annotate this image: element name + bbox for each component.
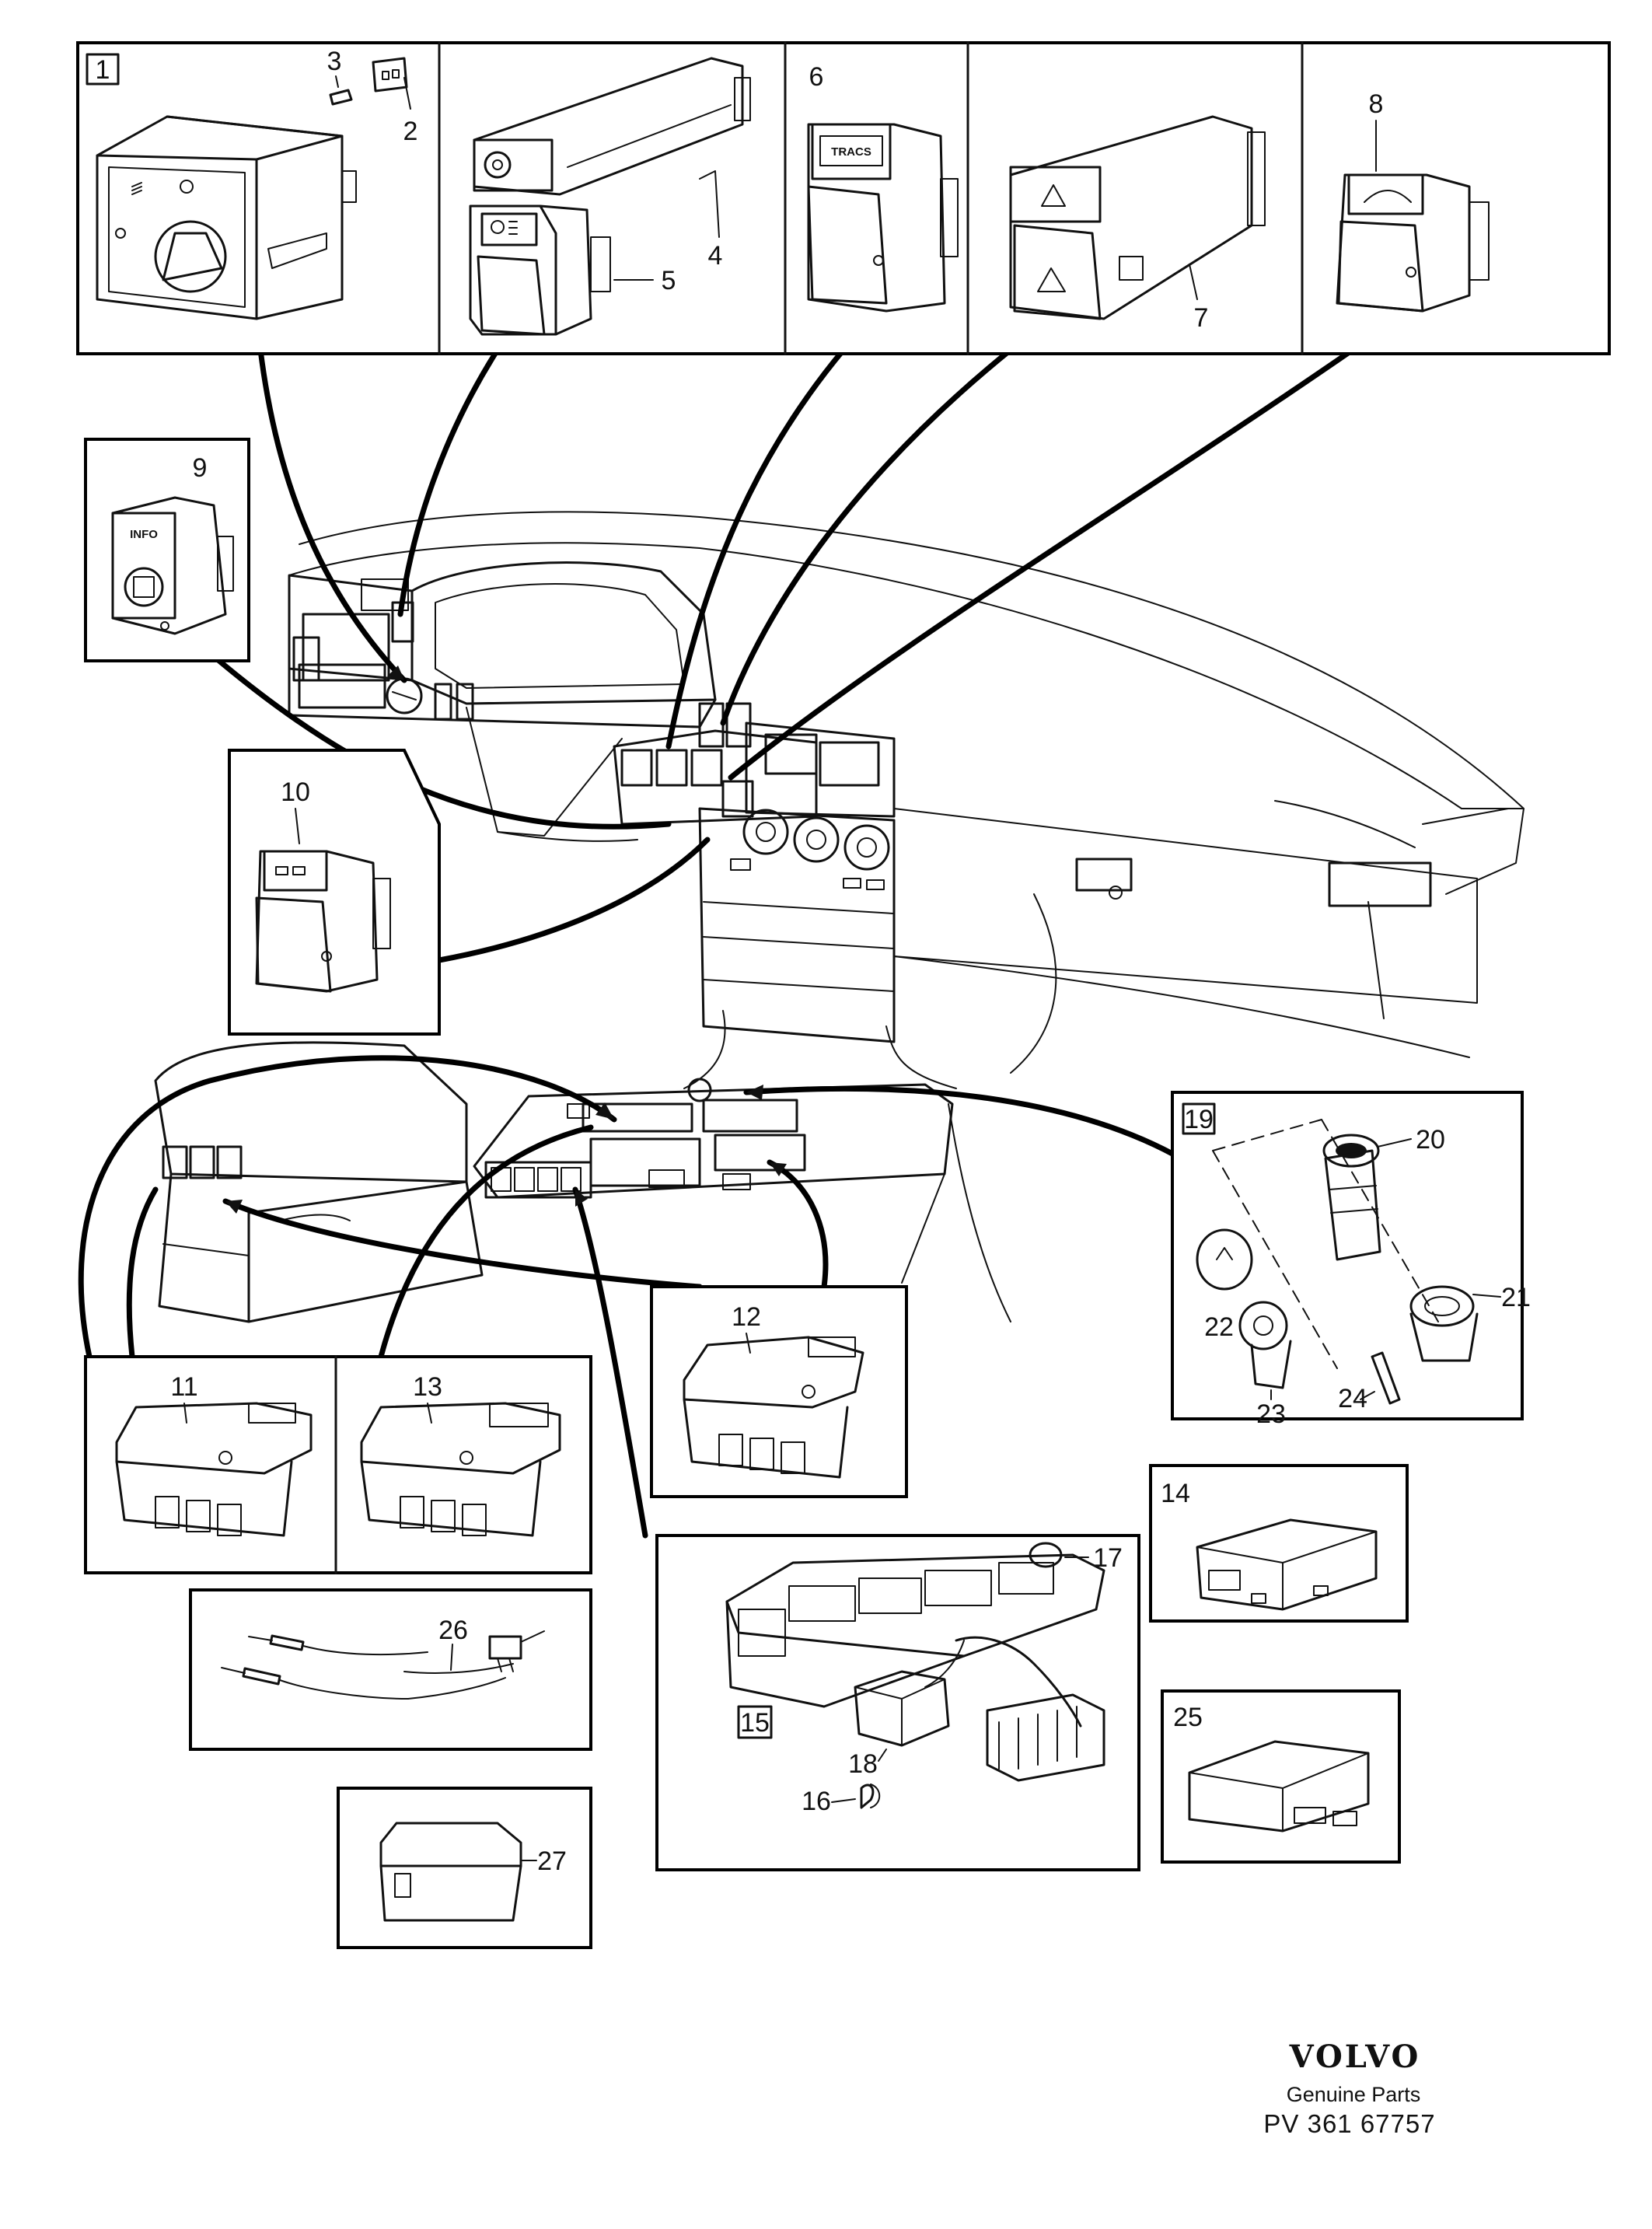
part-label-26: 26 xyxy=(438,1616,468,1645)
part-label-14: 14 xyxy=(1161,1479,1190,1508)
part-11-switch: 11 xyxy=(115,1372,313,1537)
part-label-10: 10 xyxy=(281,777,310,807)
part-label-11: 11 xyxy=(170,1372,197,1402)
part-label-7: 7 xyxy=(1194,303,1209,333)
part-label-16: 16 xyxy=(802,1787,831,1816)
part-10-switch: 10 xyxy=(228,749,441,1036)
part-label-15: 15 xyxy=(740,1708,770,1738)
part-9-info-switch: 9 INFO xyxy=(84,438,250,662)
part-14-control-unit: 14 xyxy=(1149,1464,1409,1623)
part-4-5-switches: 4 5 xyxy=(469,57,751,336)
part-label-5: 5 xyxy=(662,266,676,295)
tracs-marking: TRACS xyxy=(831,145,871,159)
part-26-harness: 26 xyxy=(189,1588,592,1751)
part-label-18: 18 xyxy=(848,1749,878,1779)
part-8-switch: 8 xyxy=(1336,89,1490,313)
part-13-switch: 13 xyxy=(360,1372,561,1537)
part-25-control-unit: 25 xyxy=(1161,1689,1401,1864)
part-label-4: 4 xyxy=(708,241,723,271)
part-label-21: 21 xyxy=(1501,1283,1531,1312)
part-label-24: 24 xyxy=(1338,1384,1367,1413)
volvo-logo: VOLVO xyxy=(1289,2039,1421,2075)
dashboard-drawing xyxy=(154,511,1525,1323)
part-label-3: 3 xyxy=(327,47,342,76)
part-label-13: 13 xyxy=(413,1372,442,1402)
part-1-light-switch: 1 3 2 xyxy=(86,47,418,320)
part-15-window-switch-panel: 17 18 15 16 xyxy=(655,1534,1140,1871)
part-label-12: 12 xyxy=(732,1302,761,1332)
part-label-27: 27 xyxy=(537,1846,567,1876)
part-label-25: 25 xyxy=(1173,1703,1203,1732)
part-label-19: 19 xyxy=(1184,1105,1214,1134)
part-12-switch: 12 xyxy=(650,1285,908,1498)
genuine-parts-label: Genuine Parts xyxy=(1286,2083,1421,2106)
part-label-8: 8 xyxy=(1369,89,1384,119)
part-label-22: 22 xyxy=(1204,1312,1234,1342)
part-7-hazard-switch: 7 xyxy=(1009,115,1266,333)
document-code: PV 361 67757 xyxy=(1263,2109,1436,2138)
part-label-17: 17 xyxy=(1093,1543,1123,1573)
part-19-cigarette-lighter: 19 20 21 22 23 24 xyxy=(1171,1091,1531,1429)
info-marking: INFO xyxy=(130,528,158,541)
part-6-tracs-switch: 6 TRACS xyxy=(807,62,959,313)
part-label-9: 9 xyxy=(193,453,208,483)
part-label-6: 6 xyxy=(809,62,824,92)
part-27-switch: 27 xyxy=(337,1787,592,1949)
part-label-2: 2 xyxy=(403,117,418,146)
callout-arrows xyxy=(78,347,1356,1539)
part-label-20: 20 xyxy=(1416,1125,1445,1155)
part-label-1: 1 xyxy=(96,55,110,85)
part-label-23: 23 xyxy=(1256,1399,1286,1429)
